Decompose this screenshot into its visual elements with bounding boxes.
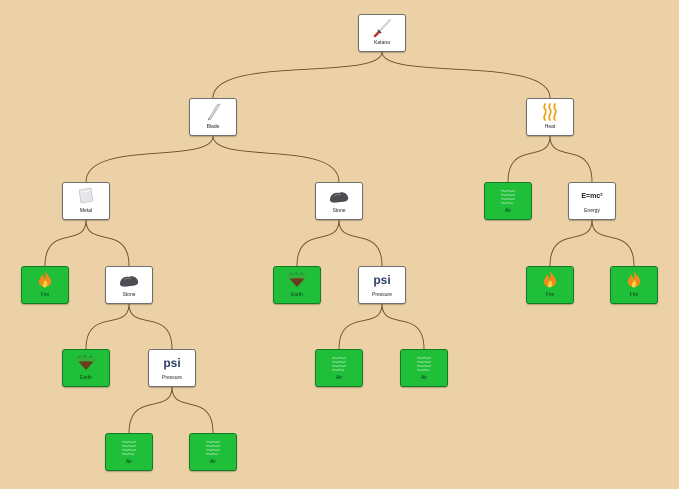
element-node-stone[interactable]: Stone <box>105 266 153 304</box>
element-label: Fire <box>40 292 50 298</box>
element-label: Metal <box>79 208 93 214</box>
element-node-fire[interactable]: Fire <box>21 266 69 304</box>
earth-icon <box>63 350 109 374</box>
element-label: Air <box>125 459 133 465</box>
connector-line <box>591 219 635 267</box>
element-node-heat[interactable]: Heat <box>526 98 574 136</box>
connector-line <box>338 219 383 267</box>
katana-icon <box>359 15 405 39</box>
connector-line <box>171 386 214 434</box>
element-node-air[interactable]: Air <box>315 349 363 387</box>
element-label: Fire <box>545 292 555 298</box>
heat-icon <box>527 99 573 123</box>
element-node-air[interactable]: Air <box>400 349 448 387</box>
element-node-air[interactable]: Air <box>189 433 237 471</box>
element-node-energy[interactable]: E=mc² Energy <box>568 182 616 220</box>
connector-line <box>296 219 340 267</box>
connector-line <box>44 219 87 267</box>
fire-icon <box>22 267 68 291</box>
element-label: Air <box>420 375 428 381</box>
connector-line <box>85 303 130 350</box>
element-label: Stone <box>332 208 346 214</box>
fire-icon <box>611 267 657 291</box>
air-icon <box>106 434 152 458</box>
element-label: Earth <box>80 375 92 381</box>
psi-icon: psi <box>373 273 391 287</box>
element-label: Pressure <box>371 292 392 298</box>
air-icon <box>401 350 447 374</box>
stone-icon <box>316 183 362 207</box>
element-label: Air <box>504 208 512 214</box>
element-label: Pressure <box>161 375 182 381</box>
stone-icon <box>106 267 152 291</box>
element-label: Heat <box>544 124 556 130</box>
connector-line <box>212 135 340 183</box>
connector-line <box>381 303 425 350</box>
fire-icon <box>527 267 573 291</box>
connector-line <box>212 51 383 99</box>
connector-line <box>128 386 173 434</box>
metal-icon <box>63 183 109 207</box>
element-node-air[interactable]: Air <box>484 182 532 220</box>
element-node-stone[interactable]: Stone <box>315 182 363 220</box>
connector-line <box>549 219 593 267</box>
element-node-metal[interactable]: Metal <box>62 182 110 220</box>
element-label: Katana <box>374 40 390 46</box>
psi-icon: psi <box>163 356 181 370</box>
element-node-earth[interactable]: Earth <box>62 349 110 387</box>
air-icon <box>316 350 362 374</box>
connector-line <box>338 303 383 350</box>
connector-line <box>549 135 593 183</box>
element-node-air[interactable]: Air <box>105 433 153 471</box>
element-node-fire[interactable]: Fire <box>610 266 658 304</box>
element-label: Energy <box>584 208 600 214</box>
connector-line <box>128 303 173 350</box>
air-icon <box>485 183 531 207</box>
connector-line <box>85 135 214 183</box>
element-label: Air <box>335 375 343 381</box>
element-label: Fire <box>629 292 639 298</box>
element-label: Blade <box>206 124 220 130</box>
connector-line <box>85 219 130 267</box>
element-node-earth[interactable]: Earth <box>273 266 321 304</box>
element-node-blade[interactable]: Blade <box>189 98 237 136</box>
connector-line <box>507 135 551 183</box>
energy-icon: E=mc² <box>581 192 603 200</box>
element-label: Earth <box>291 292 303 298</box>
element-label: Air <box>209 459 217 465</box>
element-node-fire[interactable]: Fire <box>526 266 574 304</box>
earth-icon <box>274 267 320 291</box>
connector-line <box>381 51 551 99</box>
element-node-katana[interactable]: Katana <box>358 14 406 52</box>
element-label: Stone <box>122 292 136 298</box>
blade-icon <box>190 99 236 123</box>
air-icon <box>190 434 236 458</box>
